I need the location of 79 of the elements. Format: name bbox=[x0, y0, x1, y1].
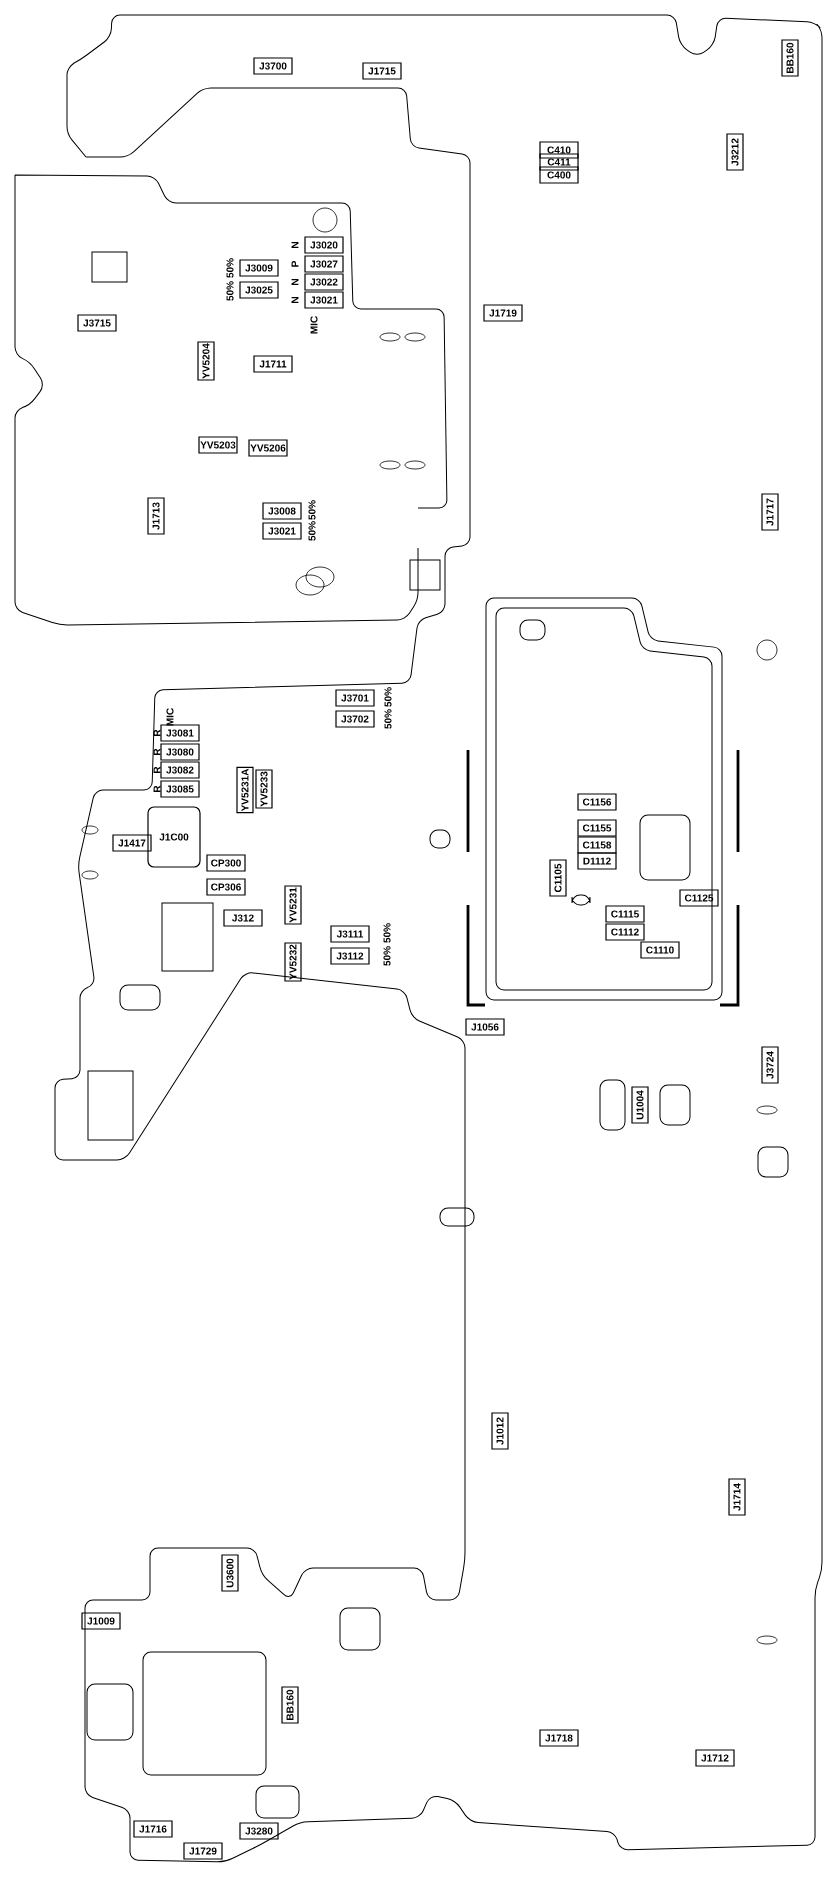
component-box: J3020 bbox=[304, 236, 344, 254]
component-box: J1056 bbox=[465, 1018, 505, 1036]
component-box: J1718 bbox=[539, 1729, 579, 1747]
pin-label: 50% bbox=[226, 258, 234, 278]
component-box: J3280 bbox=[239, 1822, 279, 1840]
component-box: C411 bbox=[539, 153, 579, 171]
component-box: YV5206 bbox=[248, 439, 288, 457]
component-box: J1417 bbox=[112, 834, 152, 852]
component-box: J3111 bbox=[330, 925, 370, 943]
component-box: J3212 bbox=[726, 133, 744, 171]
component-box: BB160 bbox=[781, 39, 799, 77]
component-box: J1717 bbox=[761, 493, 779, 531]
component-box: C1156 bbox=[577, 793, 617, 811]
component-box: J3082 bbox=[160, 761, 200, 779]
component-box: YV5231 bbox=[284, 885, 302, 925]
component-box: YV5232 bbox=[284, 942, 302, 982]
component-box: J3715 bbox=[77, 314, 117, 332]
component-box: J1009 bbox=[81, 1612, 121, 1630]
component-box: C400 bbox=[539, 166, 579, 184]
pin-label: R bbox=[153, 785, 161, 792]
component-box: J3702 bbox=[335, 710, 375, 728]
pin-label: 50% bbox=[384, 709, 392, 729]
component-box: J3080 bbox=[160, 743, 200, 761]
component-box: YV5204 bbox=[197, 341, 215, 381]
pin-label: MIC bbox=[166, 708, 174, 726]
pin-label: N bbox=[291, 242, 299, 248]
component-box: C1115 bbox=[605, 905, 645, 923]
component-box: C1125 bbox=[679, 889, 719, 907]
component-box: J312 bbox=[223, 909, 263, 927]
component-box: YV5231A bbox=[236, 766, 254, 814]
pin-label: R bbox=[153, 729, 161, 736]
component-box: D1112 bbox=[577, 852, 617, 870]
pin-label: 50% bbox=[308, 500, 316, 520]
component-box: J3724 bbox=[761, 1046, 779, 1084]
component-box: U1004 bbox=[631, 1086, 649, 1124]
component-box: C1105 bbox=[549, 859, 567, 897]
component-box: J1729 bbox=[183, 1842, 223, 1860]
component-box: C410 bbox=[539, 141, 579, 159]
component-box: BB160 bbox=[281, 1686, 299, 1724]
component-box: J1012 bbox=[491, 1412, 509, 1450]
component-box: J3008 bbox=[262, 502, 302, 520]
pin-label: 50% bbox=[383, 946, 391, 966]
component-box: J1719 bbox=[483, 304, 523, 322]
component-box: J1711 bbox=[253, 355, 293, 373]
pin-label: 50% bbox=[308, 521, 316, 541]
component-box: J1712 bbox=[695, 1749, 735, 1767]
component-box: C1155 bbox=[577, 819, 617, 837]
component-box: J3701 bbox=[335, 689, 375, 707]
component-box: YV5233 bbox=[255, 769, 273, 809]
component-box: C1110 bbox=[640, 941, 680, 959]
component-box: CP300 bbox=[206, 854, 246, 872]
component-box: J3022 bbox=[304, 273, 344, 291]
component-box: C1158 bbox=[577, 836, 617, 854]
pin-label: N bbox=[291, 279, 299, 285]
component-box: J3009 bbox=[239, 259, 279, 277]
component-box: J3085 bbox=[160, 780, 200, 798]
component-box: J3027 bbox=[304, 255, 344, 273]
pin-label: MIC bbox=[310, 316, 318, 334]
component-box: J1C00 bbox=[147, 806, 201, 868]
component-box: J1716 bbox=[133, 1820, 173, 1838]
component-box: J3112 bbox=[330, 947, 370, 965]
component-box: J3025 bbox=[239, 281, 279, 299]
pin-label: 50% bbox=[384, 687, 392, 707]
component-box: U3600 bbox=[221, 1554, 239, 1592]
component-box: J1713 bbox=[147, 497, 165, 535]
pin-label: N bbox=[291, 297, 299, 303]
component-box: YV5203 bbox=[198, 436, 238, 454]
pin-label: R bbox=[153, 766, 161, 773]
component-box: J3700 bbox=[253, 57, 293, 75]
pin-label: 50% bbox=[383, 923, 391, 943]
component-box: J1715 bbox=[362, 62, 402, 80]
component-box: CP306 bbox=[206, 878, 246, 896]
component-box: J3021 bbox=[304, 291, 344, 309]
component-box: C1112 bbox=[605, 923, 645, 941]
pin-label: 50% bbox=[226, 281, 234, 301]
pin-label: R bbox=[153, 748, 161, 755]
component-box: J1714 bbox=[728, 1478, 746, 1516]
pin-label: P bbox=[291, 261, 299, 267]
component-box: J3021 bbox=[262, 522, 302, 540]
